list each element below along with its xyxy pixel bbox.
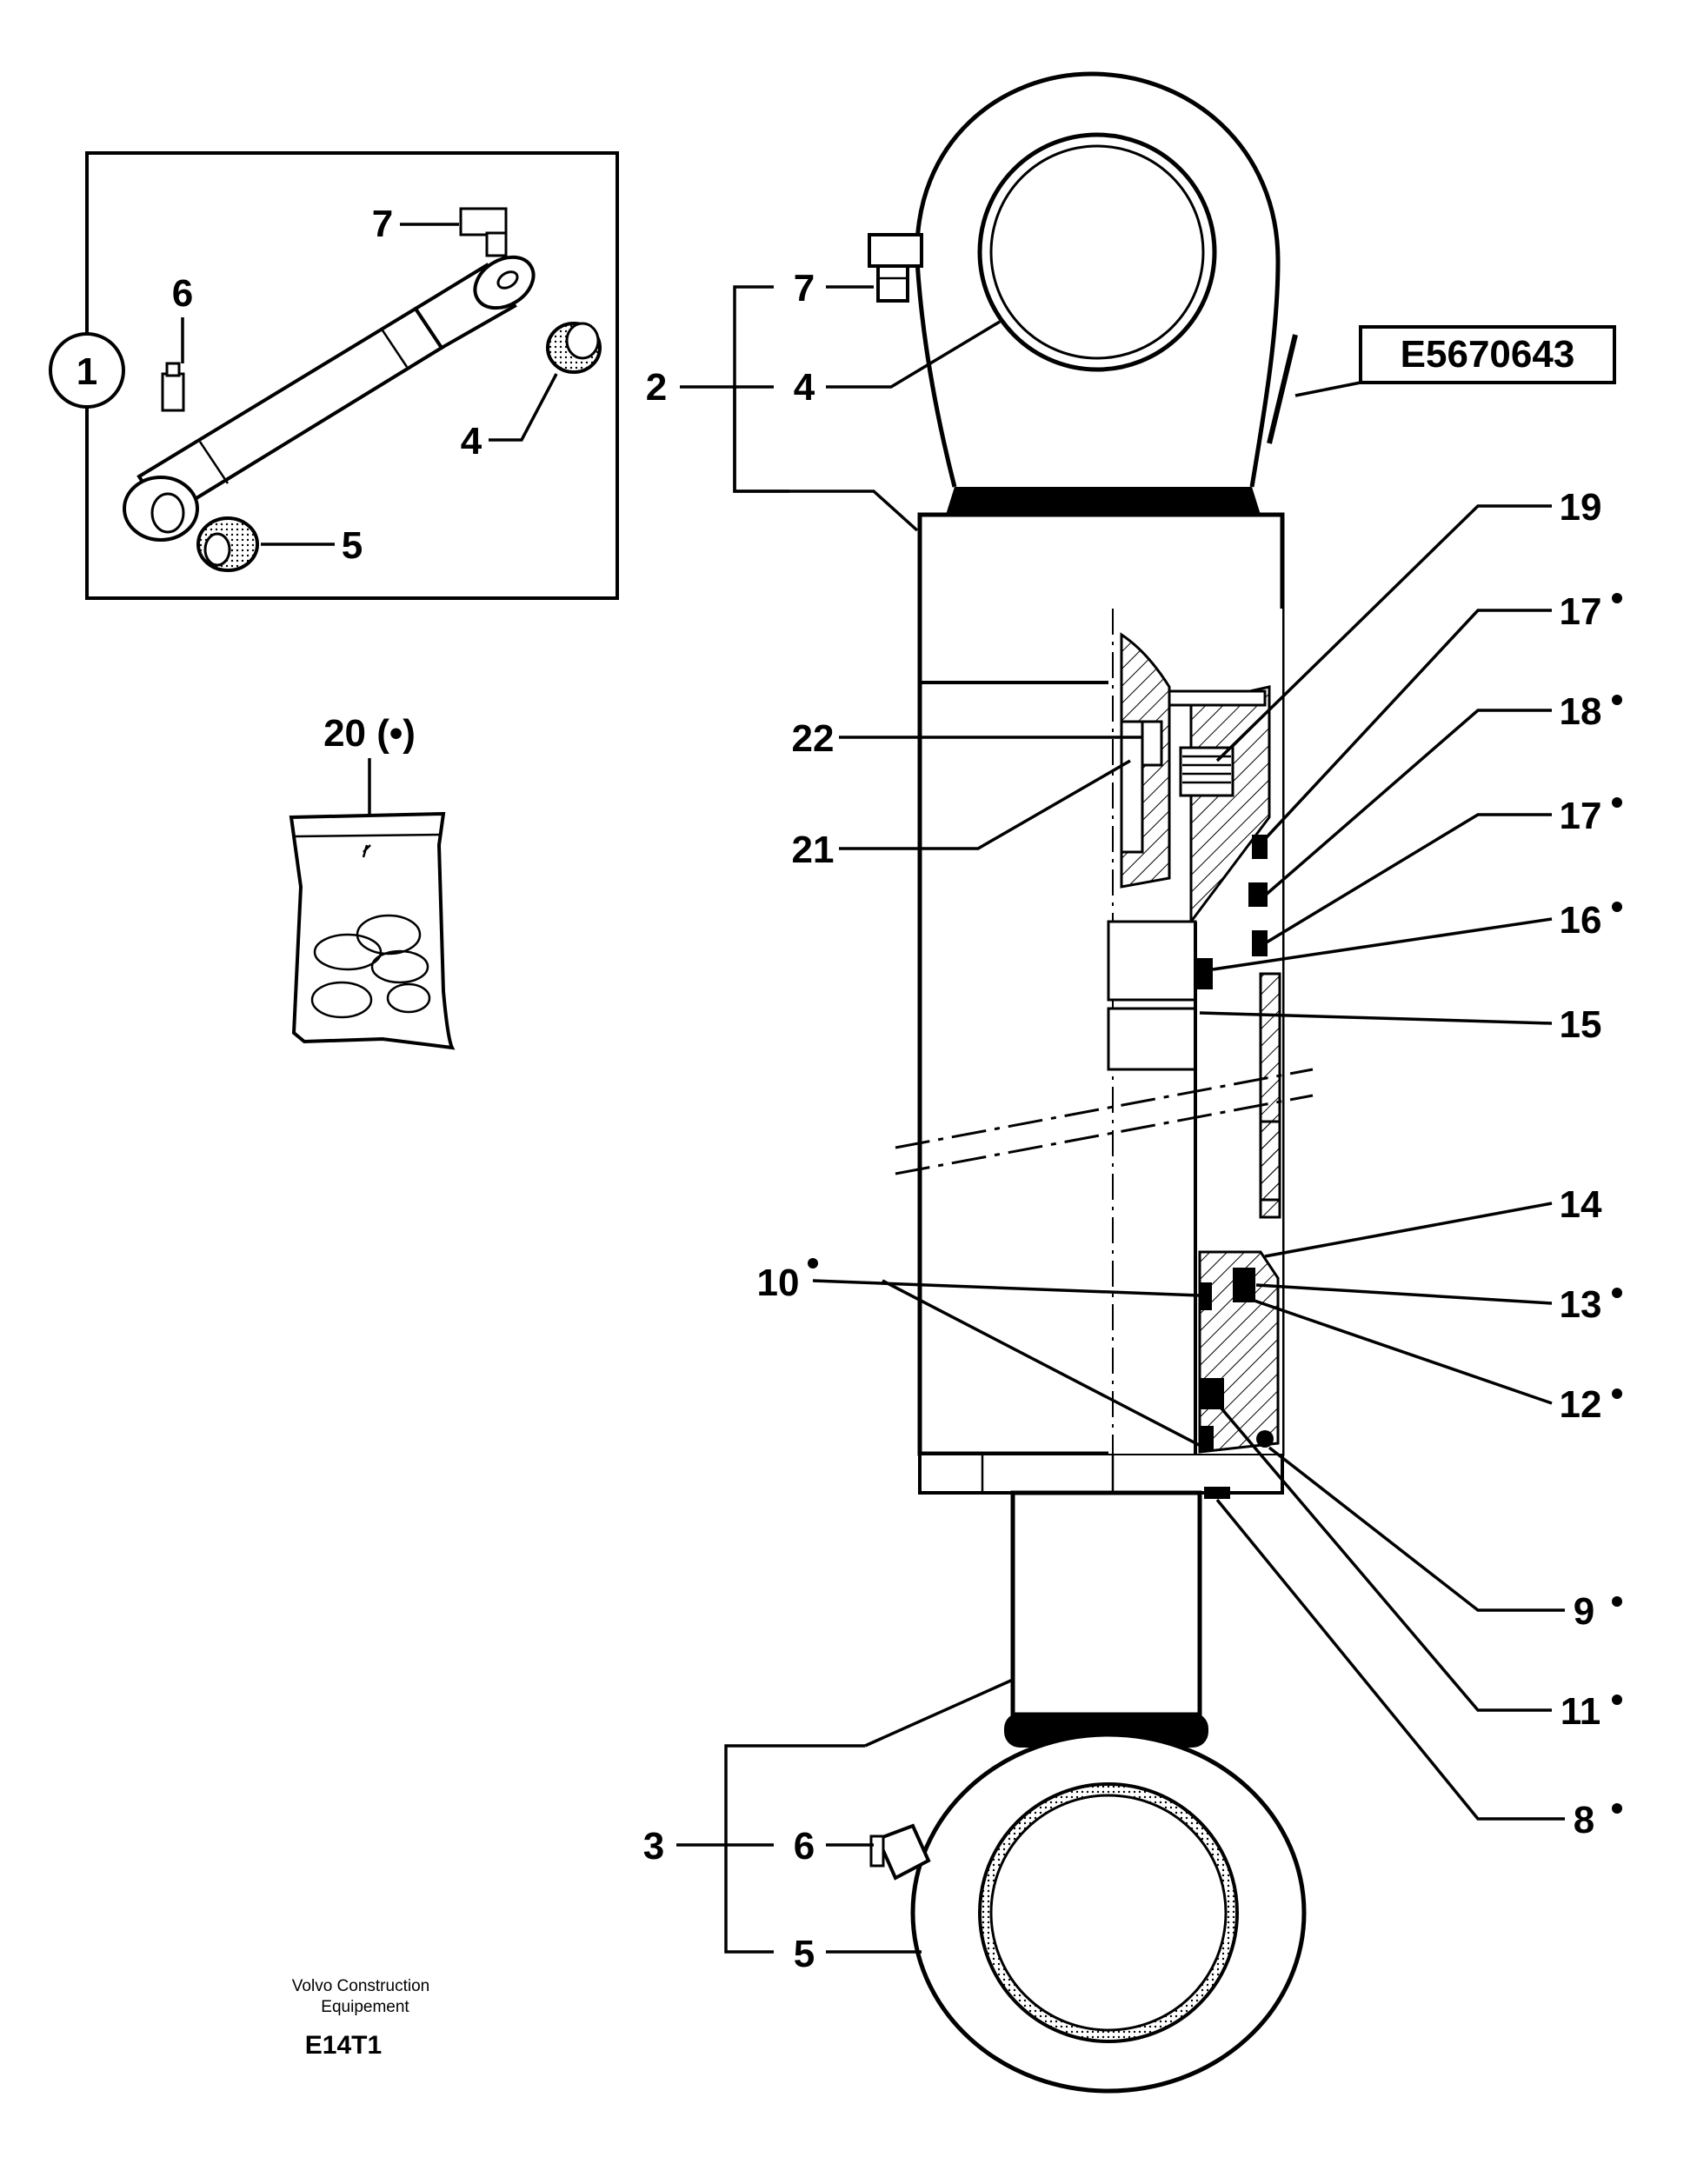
inset-callout-6: 6 xyxy=(172,272,193,315)
seal-17b xyxy=(1252,930,1268,956)
callout-group-upper-left: 7 2 4 xyxy=(646,267,1001,532)
inset-ref-label: 1 xyxy=(77,350,97,393)
seal-17a xyxy=(1252,835,1268,859)
inset-bushing-5 xyxy=(196,516,259,572)
inset-bushing-4 xyxy=(546,322,602,374)
drawing-code: E14T1 xyxy=(305,2031,382,2060)
inset-grease-fitting-7 xyxy=(459,207,508,257)
seal-8 xyxy=(1204,1487,1230,1499)
callout-18: 18 xyxy=(1560,690,1602,733)
callout-12: 12 xyxy=(1560,1383,1602,1426)
callout-17-b: 17 xyxy=(1560,795,1602,837)
callout-14: 14 xyxy=(1560,1183,1602,1226)
callout-7-upper: 7 xyxy=(794,267,815,310)
callout-10: 10 xyxy=(757,1262,800,1304)
callout-6-lower: 6 xyxy=(794,1825,815,1868)
callout-22: 22 xyxy=(792,717,835,760)
callout-17-a: 17 xyxy=(1560,590,1602,633)
seal-kit-bag: 20 (•) xyxy=(289,712,456,1050)
inset-overview: 1 xyxy=(49,151,619,600)
piston-rod xyxy=(1010,1490,1202,1717)
lower-grease-nipple xyxy=(869,1823,931,1881)
inset-callout-5: 5 xyxy=(342,524,363,567)
seal-11 xyxy=(1200,1378,1224,1409)
company-line-1: Volvo Construction xyxy=(292,1977,429,1995)
seal-kit-label: 20 (•) xyxy=(323,712,416,755)
callout-16: 16 xyxy=(1560,899,1602,942)
callout-group-cutaway-left: 22 21 10 xyxy=(757,717,1205,1449)
main-cylinder xyxy=(868,71,1314,2094)
upper-grease-fitting xyxy=(868,233,923,303)
inset-callout-7: 7 xyxy=(372,203,393,245)
callout-4-upper: 4 xyxy=(794,366,815,409)
oring-9 xyxy=(1256,1430,1274,1448)
seal-11b xyxy=(1200,1426,1214,1450)
callout-3: 3 xyxy=(643,1825,664,1868)
seal-18 xyxy=(1248,882,1268,907)
seal-13 xyxy=(1233,1268,1255,1302)
inset-cylinder-illustration xyxy=(123,207,602,572)
footer: Volvo Construction Equipement E14T1 xyxy=(292,1977,429,2060)
inset-ref-circle xyxy=(49,332,125,409)
reference-code-box: E5670643 xyxy=(1294,325,1616,397)
callout-13: 13 xyxy=(1560,1283,1602,1326)
seal-10 xyxy=(1200,1282,1212,1310)
seal-16 xyxy=(1195,958,1213,989)
callout-19: 19 xyxy=(1560,486,1602,529)
callout-group-right: 19 17 18 17 16 15 14 13 12 9 11 8 xyxy=(1199,486,1622,1841)
callout-9: 9 xyxy=(1574,1590,1594,1633)
callout-5-lower: 5 xyxy=(794,1933,815,1975)
company-line-2: Equipement xyxy=(321,1998,409,2016)
callout-group-lower-left: 3 6 5 xyxy=(643,1678,1014,1975)
callout-15: 15 xyxy=(1560,1003,1602,1046)
callout-8: 8 xyxy=(1574,1799,1594,1841)
callout-21: 21 xyxy=(792,829,835,871)
inset-callout-4: 4 xyxy=(461,420,482,463)
reference-code: E5670643 xyxy=(1401,333,1575,376)
inset-grease-nipple-6 xyxy=(161,362,185,412)
cutaway-section xyxy=(1107,609,1282,1499)
callout-11: 11 xyxy=(1561,1690,1601,1733)
callout-2: 2 xyxy=(646,366,667,409)
